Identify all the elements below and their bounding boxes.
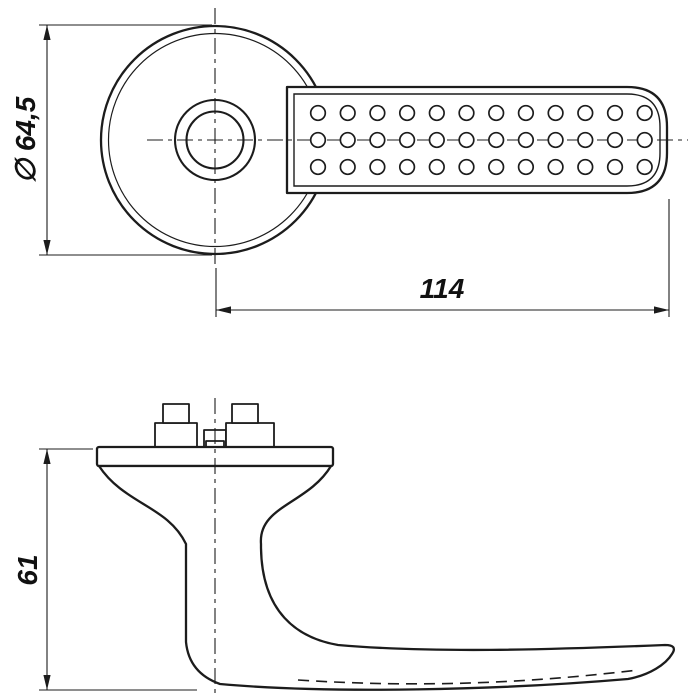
handle-body bbox=[97, 464, 675, 691]
perforation-dot bbox=[428, 158, 445, 176]
side-view bbox=[95, 403, 675, 691]
perforation-dot bbox=[339, 158, 356, 176]
perforation-dot bbox=[577, 104, 594, 122]
perforation-dots bbox=[309, 104, 653, 176]
perforation-dot bbox=[636, 131, 653, 149]
perforation-dot bbox=[339, 104, 356, 122]
screw-head-left bbox=[162, 403, 190, 424]
perforation-dot bbox=[369, 104, 386, 122]
perforation-dot bbox=[369, 131, 386, 149]
perforation-dot bbox=[458, 104, 475, 122]
arrowhead bbox=[43, 25, 51, 40]
center-lines bbox=[147, 8, 688, 698]
perforation-dot bbox=[547, 104, 564, 122]
dimensions: ∅ 64,5 114 61 bbox=[10, 24, 670, 691]
perforation-dot bbox=[398, 131, 416, 149]
perforation-dot bbox=[339, 131, 356, 149]
perforation-dot bbox=[309, 158, 327, 176]
mount-post-left bbox=[154, 422, 198, 448]
perforation-dot bbox=[398, 158, 416, 176]
perforation-dot bbox=[488, 158, 505, 176]
perforation-dot bbox=[606, 104, 624, 122]
arrowhead bbox=[43, 449, 51, 464]
perforation-dot bbox=[636, 104, 653, 122]
perforation-dot bbox=[636, 158, 653, 176]
knurl-hidden-line bbox=[297, 669, 639, 685]
perforation-dot bbox=[458, 131, 475, 149]
dim-label-height: 61 bbox=[12, 554, 43, 585]
perforation-dot bbox=[309, 131, 327, 149]
perforation-dot bbox=[488, 104, 505, 122]
arrowhead bbox=[43, 240, 51, 255]
perforation-dot bbox=[517, 131, 535, 149]
dim-label-diameter: ∅ 64,5 bbox=[10, 96, 41, 183]
screw-head-right bbox=[231, 403, 259, 424]
perforation-dot bbox=[606, 158, 624, 176]
perforation-dot bbox=[606, 131, 624, 149]
perforation-dot bbox=[428, 131, 445, 149]
perforation-dot bbox=[547, 131, 564, 149]
arrowhead bbox=[654, 306, 669, 314]
perforation-dot bbox=[577, 131, 594, 149]
perforation-dot bbox=[428, 104, 445, 122]
perforation-dot bbox=[517, 104, 535, 122]
perforation-dot bbox=[369, 158, 386, 176]
perforation-dot bbox=[577, 158, 594, 176]
dim-label-length: 114 bbox=[420, 273, 465, 304]
arrowhead bbox=[43, 675, 51, 690]
perforation-dot bbox=[398, 104, 416, 122]
perforation-dot bbox=[547, 158, 564, 176]
arrowhead bbox=[216, 306, 231, 314]
perforation-dot bbox=[488, 131, 505, 149]
perforation-dot bbox=[517, 158, 535, 176]
mount-post-right bbox=[225, 422, 275, 448]
lever-face-outline bbox=[293, 93, 661, 187]
perforation-dot bbox=[309, 104, 327, 122]
perforation-dot bbox=[458, 158, 475, 176]
